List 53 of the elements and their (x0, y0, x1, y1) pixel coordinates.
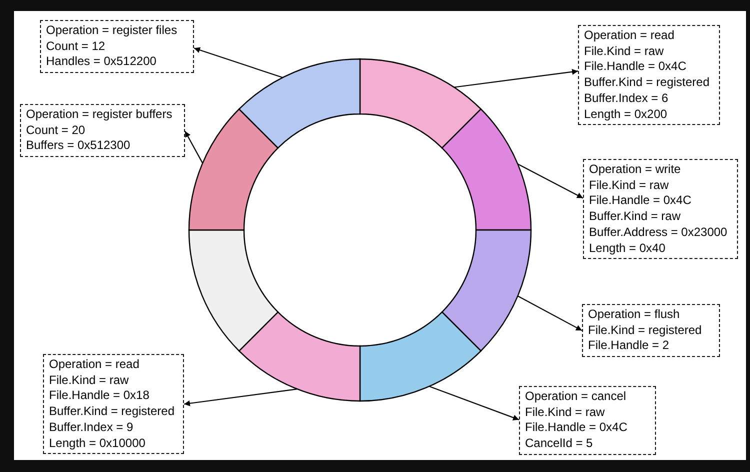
property-text: Buffer.Address = 0x23000 (589, 224, 728, 241)
ring-segment (188, 229, 279, 352)
property-text: File.Handle = 0x18 (49, 388, 150, 404)
property-text: File.Kind = raw (525, 404, 605, 420)
leader-line (194, 47, 283, 78)
property-text: Count = 20 (26, 122, 86, 138)
property-text: Length = 0x40 (589, 240, 666, 256)
property-text: File.Kind = registered (588, 322, 702, 338)
property-text: Buffer.Kind = registered (584, 75, 710, 91)
leader-line (454, 68, 578, 88)
property-text: File.Handle = 2 (588, 338, 670, 354)
property-text: Buffer.Index = 9 (49, 420, 134, 436)
property-text: Length = 0x200 (584, 106, 668, 122)
callout-box (519, 386, 656, 455)
property-text: Buffers = 0x512300 (26, 138, 130, 154)
property-text: Operation = read (49, 357, 140, 373)
property-text: Operation = read (584, 28, 674, 44)
property-text: Buffer.Index = 6 (584, 90, 668, 107)
property-text: File.Kind = raw (589, 178, 669, 194)
property-text: File.Handle = 0x4C (525, 420, 628, 436)
leader-line (184, 388, 298, 406)
property-text: CancelId = 5 (525, 436, 593, 452)
leader-line (518, 296, 582, 332)
property-text: Length = 0x10000 (49, 436, 146, 452)
leader-line (429, 386, 520, 420)
property-text: Handles = 0x512200 (46, 54, 156, 70)
callout-box (20, 104, 185, 158)
property-text: File.Handle = 0x4C (584, 59, 686, 76)
property-text: Operation = flush (588, 307, 680, 323)
callout-box (40, 20, 194, 74)
callout-box (582, 304, 720, 358)
callout-box (583, 159, 738, 260)
callout-box (43, 354, 184, 454)
ring-segment (359, 58, 482, 149)
ring-segment (238, 58, 361, 149)
property-text: Count = 12 (46, 38, 106, 54)
property-text: Operation = register files (46, 23, 178, 39)
property-text: File.Kind = raw (49, 372, 129, 388)
property-text: Operation = register buffers (26, 107, 172, 123)
ring-segment (238, 311, 361, 402)
property-text: Operation = write (589, 162, 681, 178)
property-text: Buffer.Kind = registered (49, 404, 175, 420)
callout-box (578, 25, 720, 126)
ring-segment (188, 108, 279, 231)
property-text: Operation = cancel (525, 389, 626, 405)
property-text: File.Handle = 0x4C (589, 193, 692, 210)
leader-line (518, 164, 584, 199)
ring-segment (441, 108, 532, 231)
ring-segment (441, 229, 532, 352)
ring-segment (359, 311, 482, 402)
leader-line (184, 130, 204, 164)
property-text: Buffer.Kind = raw (589, 209, 680, 225)
property-text: File.Kind = raw (584, 44, 664, 60)
